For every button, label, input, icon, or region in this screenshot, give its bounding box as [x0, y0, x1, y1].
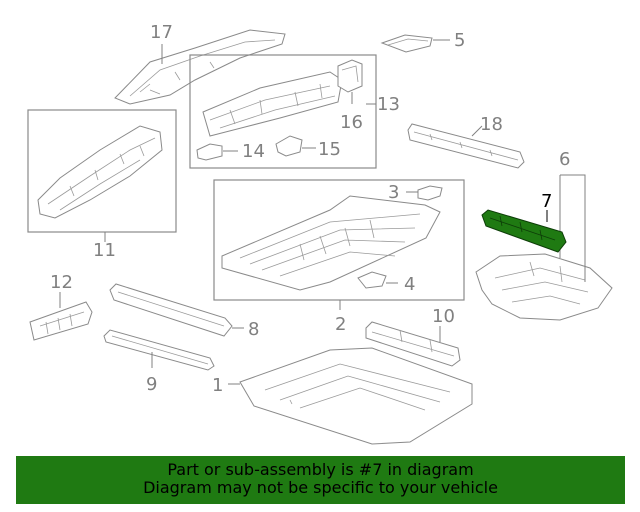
label-17: 17: [150, 22, 173, 43]
label-11: 11: [93, 240, 116, 261]
part-12-bracket[interactable]: [29, 301, 93, 341]
part-1-floor-pan[interactable]: [239, 347, 473, 445]
label-6: 6: [559, 149, 570, 170]
label-3: 3: [388, 182, 399, 203]
part-7-highlighted[interactable]: [481, 209, 567, 253]
label-10: 10: [432, 306, 455, 327]
part-4-bracket[interactable]: [357, 271, 387, 289]
label-18: 18: [480, 114, 503, 135]
label-15: 15: [318, 139, 341, 160]
part-17-upper-rail[interactable]: [114, 29, 286, 105]
label-4: 4: [404, 274, 415, 295]
label-8: 8: [248, 319, 259, 340]
part-18-rail[interactable]: [407, 123, 525, 169]
group-box-11: [27, 109, 177, 233]
part-11-front-rail-assy[interactable]: [37, 125, 163, 219]
part-14-bracket[interactable]: [196, 143, 223, 161]
label-14: 14: [242, 141, 265, 162]
part-6-rear-floor-pan[interactable]: [475, 253, 613, 321]
group-box-13: [189, 54, 377, 169]
leader-6a: [560, 174, 586, 282]
label-13: 13: [377, 94, 400, 115]
part-13-crossmember-assy[interactable]: [202, 59, 363, 137]
label-5: 5: [454, 30, 465, 51]
group-box-2: [213, 179, 465, 301]
part-5-bracket[interactable]: [380, 34, 433, 53]
leader-18: [471, 125, 483, 137]
part-notice-banner: Part or sub-assembly is #7 in diagram Di…: [16, 456, 625, 504]
part-9-reinforcement[interactable]: [103, 329, 215, 371]
part-8-sill[interactable]: [109, 283, 233, 337]
label-7: 7: [541, 191, 552, 212]
label-12: 12: [50, 272, 73, 293]
part-15-bracket[interactable]: [275, 135, 303, 157]
label-2: 2: [335, 314, 346, 335]
label-16: 16: [340, 112, 363, 133]
label-1: 1: [212, 375, 223, 396]
part-2-floor-panel[interactable]: [221, 195, 441, 291]
part-10-crossmember[interactable]: [365, 321, 461, 367]
label-9: 9: [146, 374, 157, 395]
banner-line-disclaimer: Diagram may not be specific to your vehi…: [143, 478, 498, 497]
parts-diagram: 17 5 13 16 18 14 15 11 6 3 7 4 2 12 8 10…: [27, 22, 613, 445]
part-3-bracket[interactable]: [417, 185, 443, 201]
banner-line-part: Part or sub-assembly is #7 in diagram: [167, 460, 474, 479]
